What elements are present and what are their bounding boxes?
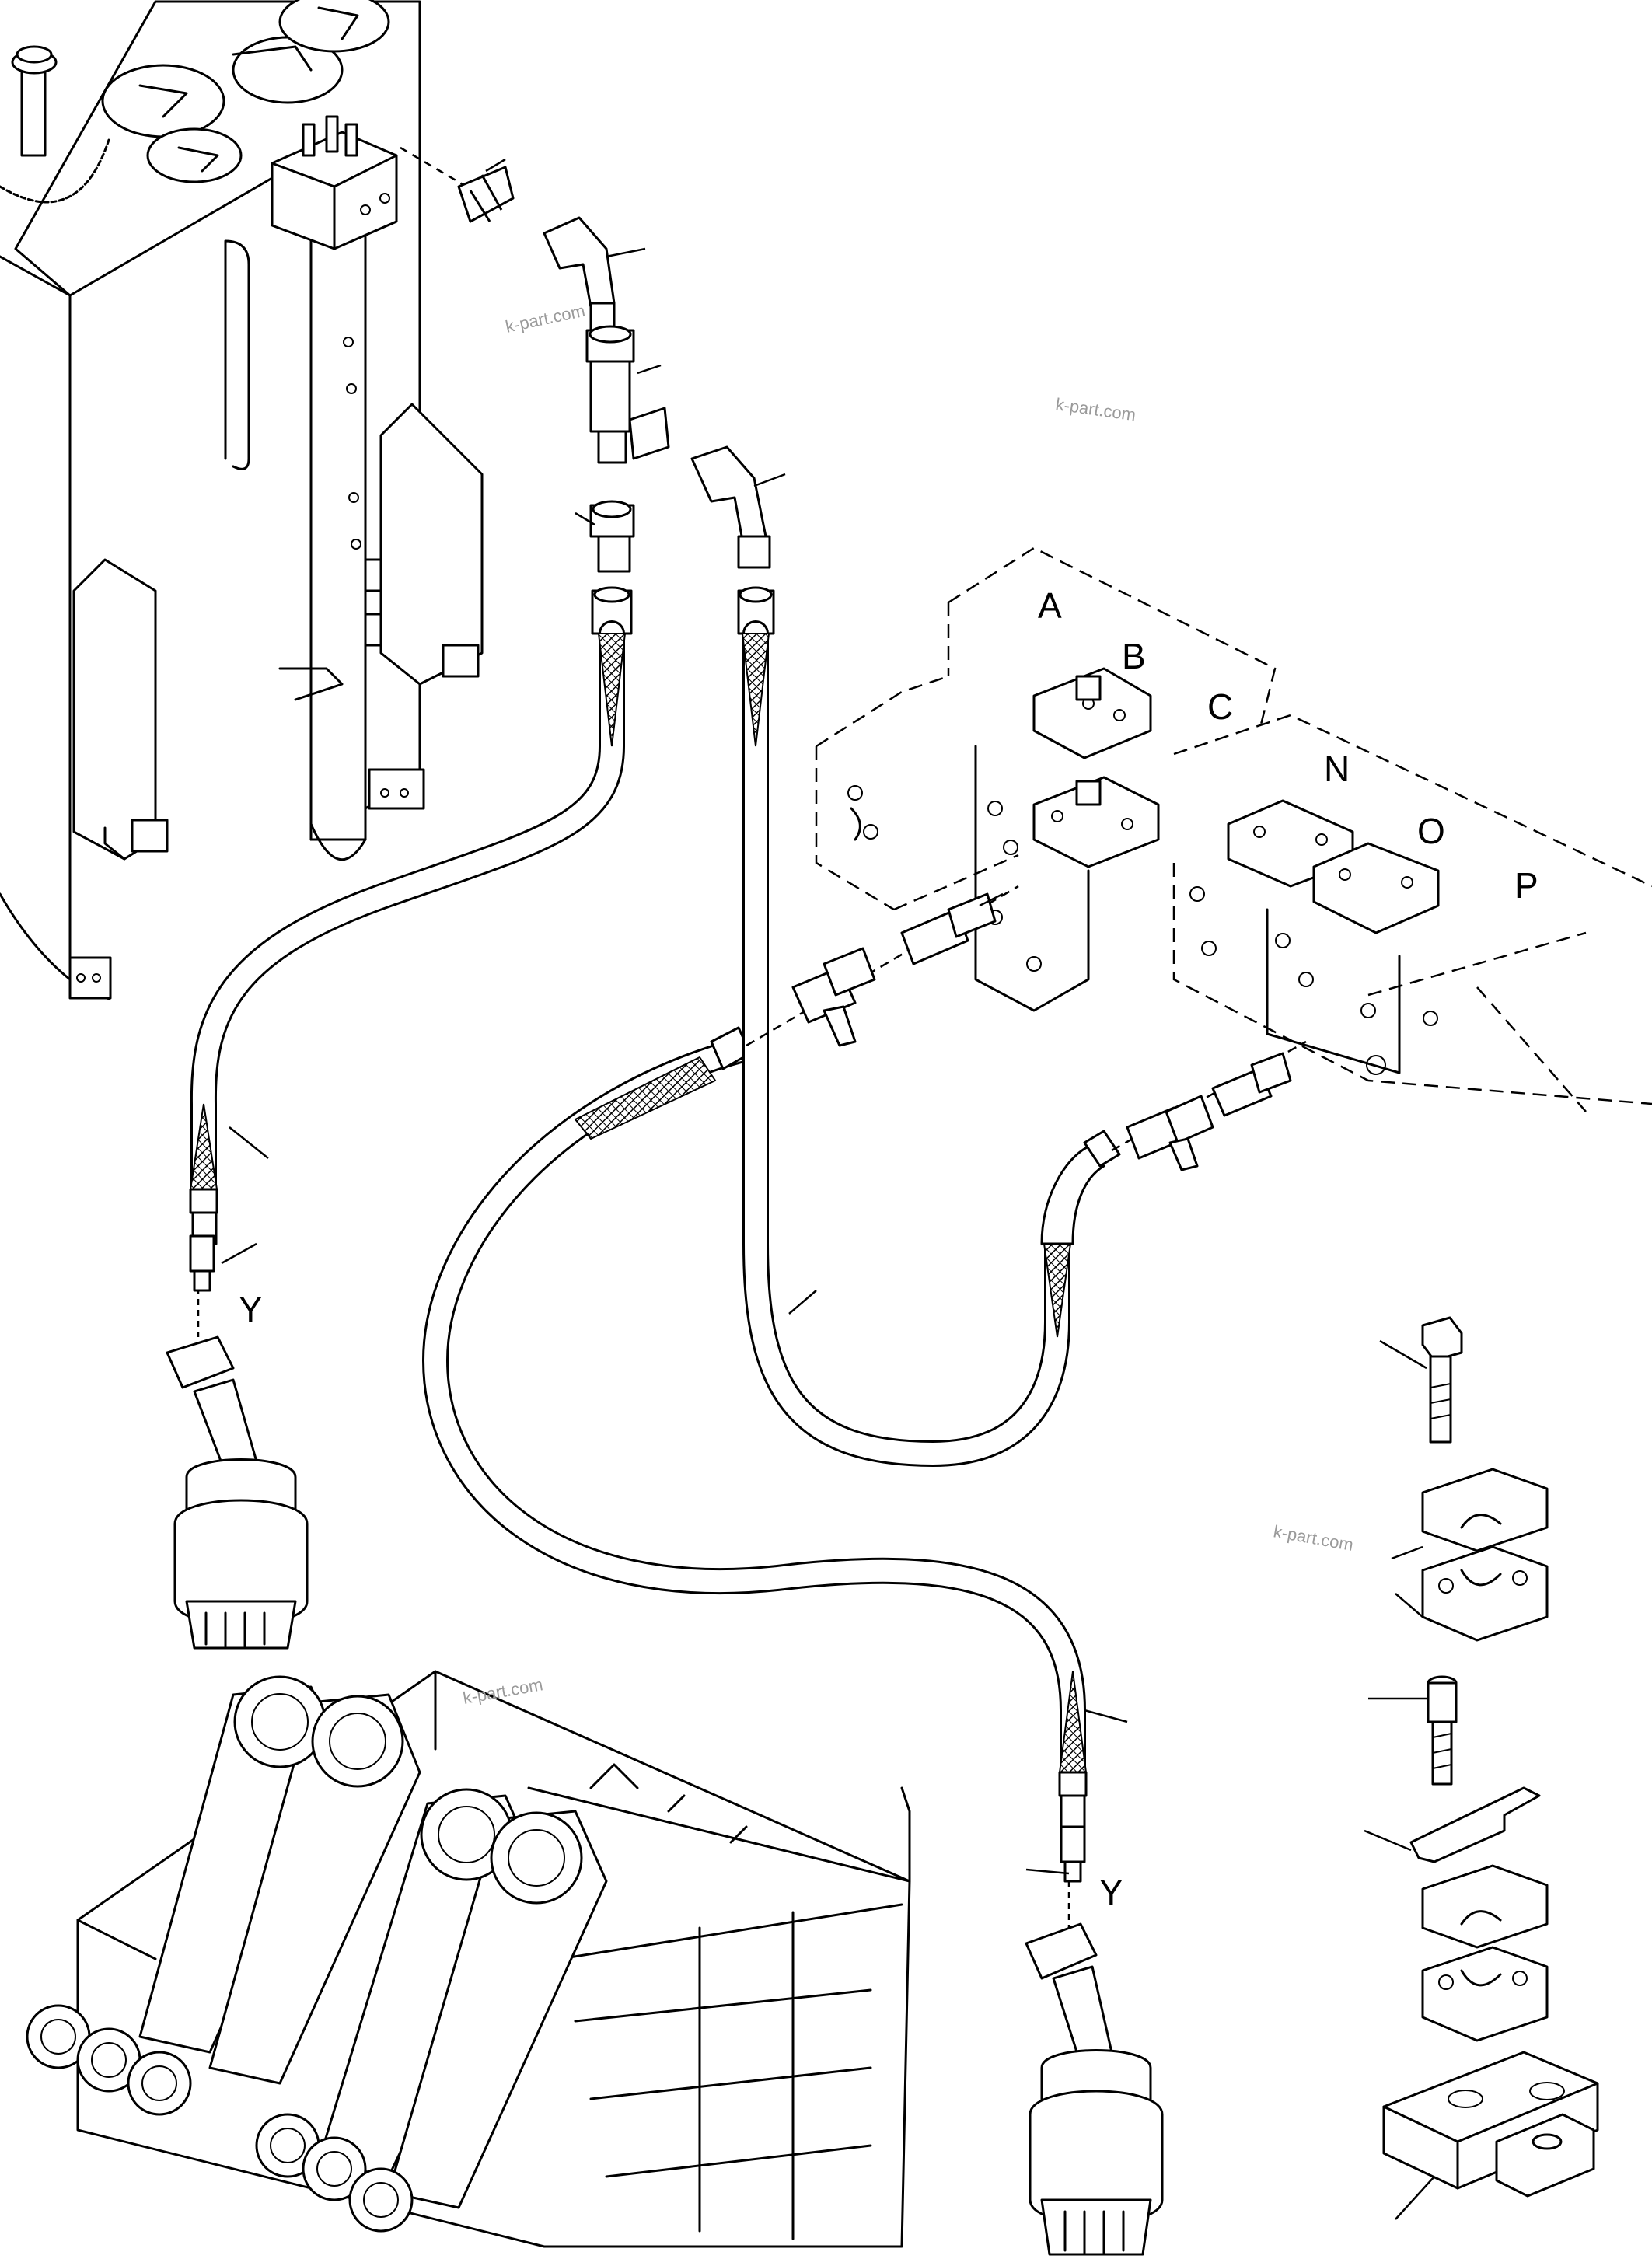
hose-assemblies	[189, 620, 1128, 1828]
top-fittings	[400, 146, 786, 635]
control-valve-bank	[815, 546, 1652, 1112]
label-n: N	[1324, 749, 1350, 789]
hydraulic-tank	[0, 0, 484, 1000]
watermark-3: k-part.com	[1272, 1521, 1355, 1555]
label-y-right: Y	[1099, 1872, 1123, 1912]
watermark-2: k-part.com	[1054, 394, 1137, 424]
reference-labels: A B C N O P Y Y	[239, 585, 1538, 1912]
boom-base-frame	[26, 1670, 911, 2248]
watermark-1: k-part.com	[504, 301, 587, 337]
swivel-joint-left	[166, 1234, 309, 1650]
clamp-parts	[1364, 1316, 1599, 2220]
label-b: B	[1122, 636, 1146, 676]
label-o: O	[1417, 811, 1445, 851]
valve-connection-fittings	[746, 885, 1307, 1171]
label-a: A	[1038, 585, 1062, 626]
label-p: P	[1514, 865, 1538, 906]
label-y-left: Y	[239, 1289, 263, 1329]
swivel-joint-right	[1025, 1825, 1164, 2256]
label-c: C	[1207, 686, 1233, 727]
